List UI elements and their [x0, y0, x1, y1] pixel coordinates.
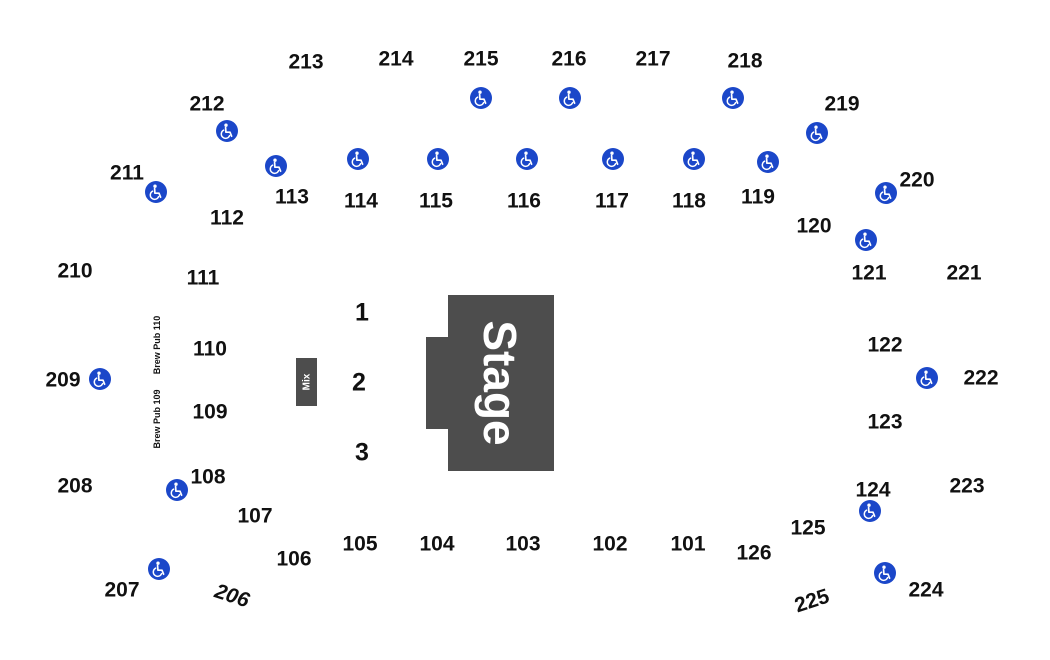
wheelchair-icon: [145, 181, 167, 203]
wheelchair-icon: [602, 148, 624, 170]
section-108[interactable]: 108: [190, 465, 226, 489]
section-110[interactable]: 110: [193, 337, 227, 361]
section-106[interactable]: 106: [276, 547, 312, 571]
mix-label: Mix: [301, 373, 312, 391]
wheelchair-icon: [874, 562, 896, 584]
section-116[interactable]: 116: [507, 189, 541, 213]
section-216[interactable]: 216: [551, 47, 587, 71]
wheelchair-icon: [470, 87, 492, 109]
section-210[interactable]: 210: [57, 259, 93, 283]
wheelchair-icon: [683, 148, 705, 170]
section-115[interactable]: 115: [419, 189, 453, 213]
wheelchair-icon: [806, 122, 828, 144]
brew-pub-110-label: Brew Pub 110: [152, 315, 162, 375]
wheelchair-icon: [216, 120, 238, 142]
section-208[interactable]: 208: [57, 474, 93, 498]
section-121[interactable]: 121: [851, 261, 887, 285]
floor-section-2[interactable]: 2: [352, 368, 366, 397]
section-126[interactable]: 126: [736, 541, 772, 565]
section-124[interactable]: 124: [855, 478, 891, 502]
wheelchair-icon: [855, 229, 877, 251]
section-219[interactable]: 219: [824, 92, 860, 116]
section-125[interactable]: 125: [790, 516, 826, 540]
wheelchair-icon: [859, 500, 881, 522]
section-111[interactable]: 111: [186, 266, 220, 290]
section-113[interactable]: 113: [275, 185, 309, 209]
section-101[interactable]: 101: [670, 532, 706, 556]
section-123[interactable]: 123: [867, 410, 903, 434]
section-220[interactable]: 220: [899, 168, 935, 192]
section-118[interactable]: 118: [672, 189, 706, 213]
brew-pub-109-label: Brew Pub 109: [152, 389, 162, 449]
section-206[interactable]: 206: [211, 579, 253, 613]
stage-thrust[interactable]: [426, 337, 450, 429]
section-120[interactable]: 120: [796, 214, 832, 238]
section-214[interactable]: 214: [378, 47, 414, 71]
section-221[interactable]: 221: [946, 261, 982, 285]
section-102[interactable]: 102: [592, 532, 628, 556]
section-114[interactable]: 114: [344, 189, 378, 213]
section-225[interactable]: 225: [791, 584, 833, 618]
wheelchair-icon: [559, 87, 581, 109]
section-122[interactable]: 122: [867, 333, 903, 357]
section-209[interactable]: 209: [45, 368, 81, 392]
section-224[interactable]: 224: [908, 578, 944, 602]
section-104[interactable]: 104: [419, 532, 455, 556]
wheelchair-icon: [722, 87, 744, 109]
wheelchair-icon: [166, 479, 188, 501]
floor-section-1[interactable]: 1: [355, 298, 369, 327]
stage-main[interactable]: [448, 295, 554, 471]
section-223[interactable]: 223: [949, 474, 985, 498]
wheelchair-icon: [516, 148, 538, 170]
wheelchair-icon: [875, 182, 897, 204]
stage-label: Stage: [474, 320, 526, 446]
section-117[interactable]: 117: [595, 189, 629, 213]
section-105[interactable]: 105: [342, 532, 378, 556]
section-109[interactable]: 109: [192, 400, 228, 424]
wheelchair-icon: [757, 151, 779, 173]
wheelchair-icon: [265, 155, 287, 177]
section-103[interactable]: 103: [505, 532, 541, 556]
section-218[interactable]: 218: [727, 49, 763, 73]
mix-position: Mix: [296, 358, 317, 406]
section-222[interactable]: 222: [963, 366, 999, 390]
section-119[interactable]: 119: [741, 185, 775, 209]
wheelchair-icon: [916, 367, 938, 389]
wheelchair-icon: [89, 368, 111, 390]
wheelchair-icon: [427, 148, 449, 170]
section-213[interactable]: 213: [288, 50, 324, 74]
wheelchair-icon: [347, 148, 369, 170]
wheelchair-icon: [148, 558, 170, 580]
section-112[interactable]: 112: [210, 206, 244, 230]
section-212[interactable]: 212: [189, 92, 225, 116]
section-107[interactable]: 107: [237, 504, 273, 528]
section-215[interactable]: 215: [463, 47, 499, 71]
section-207[interactable]: 207: [104, 578, 140, 602]
floor-section-3[interactable]: 3: [355, 438, 369, 467]
section-211[interactable]: 211: [110, 161, 144, 185]
section-217[interactable]: 217: [635, 47, 671, 71]
